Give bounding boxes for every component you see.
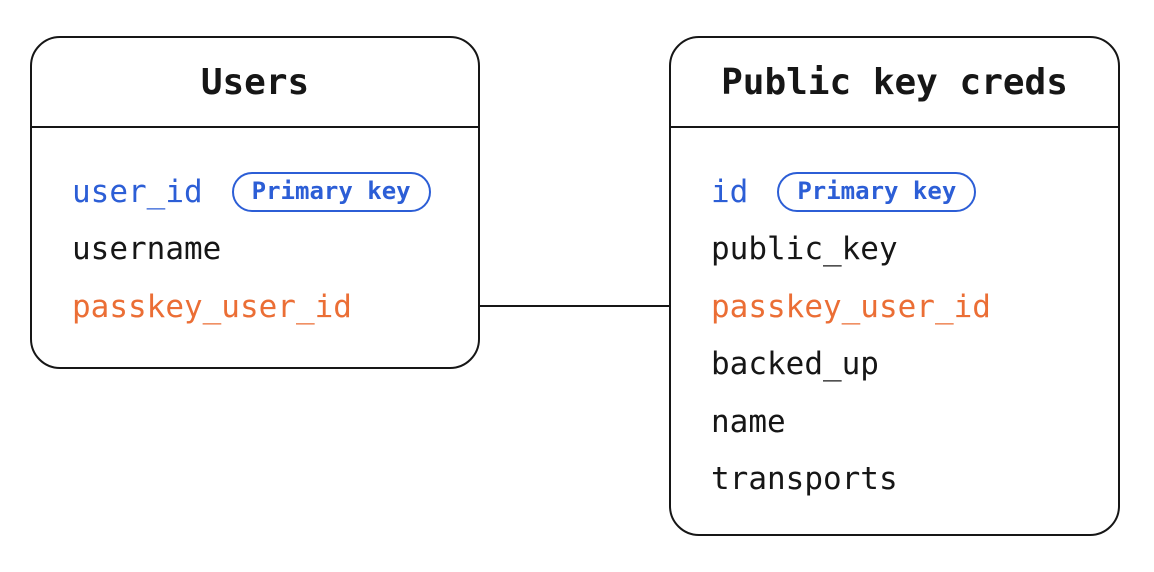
field-name: transports [711,461,898,498]
field-name: passkey_user_id [72,288,352,325]
primary-key-badge: Primary key [231,171,431,212]
table-title: Users [200,61,310,103]
table-header: Users [32,38,478,128]
field-name: name [711,403,786,440]
field-row-passkey_user_id: passkey_user_id [711,278,1098,336]
table-header: Public key creds [671,38,1118,128]
relation-line [480,305,669,307]
field-name: username [72,231,222,268]
field-name: public_key [711,231,898,268]
field-name: user_id [72,173,203,210]
primary-key-badge: Primary key [777,171,977,212]
table-title: Public key creds [721,61,1068,103]
field-row-backed_up: backed_up [711,336,1098,394]
field-row-transports: transports [711,451,1098,509]
field-name: id [711,173,749,210]
field-row-user_id: user_id Primary key [72,163,458,221]
field-row-name: name [711,393,1098,451]
field-name: backed_up [711,346,879,383]
field-row-public_key: public_key [711,221,1098,279]
field-row-username: username [72,221,458,279]
table-card-public-key-creds: Public key creds id Primary key public_key… [669,36,1120,536]
field-name: passkey_user_id [711,288,991,325]
field-row-id: id Primary key [711,163,1098,221]
field-row-passkey_user_id: passkey_user_id [72,278,458,336]
